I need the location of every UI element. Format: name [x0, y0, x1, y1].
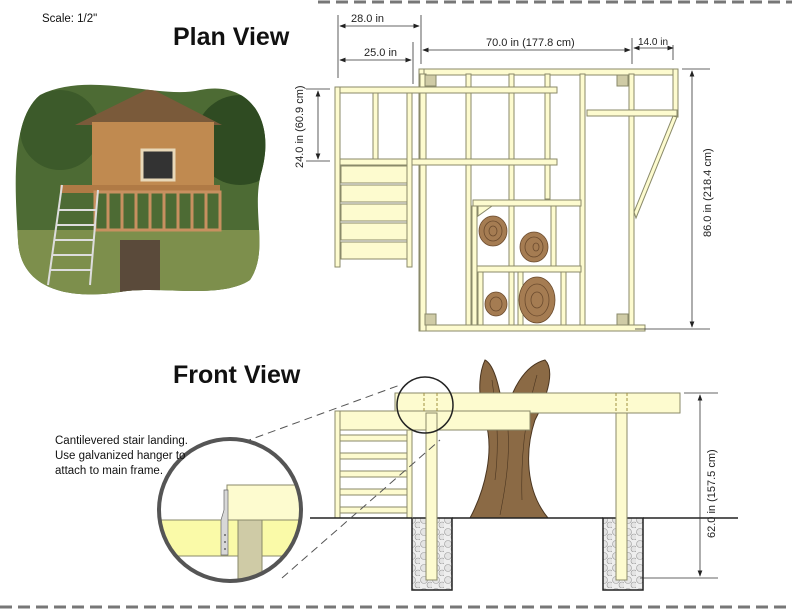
- front-dimensions: 62.0 in (157.5 cm): [640, 392, 718, 579]
- dim-main-width: 70.0 in (177.8 cm): [486, 37, 575, 49]
- detail-callout-circle: [396, 376, 454, 434]
- galvanized-hanger-icon: [220, 489, 229, 556]
- svg-text:Cantilevered stair landing.: Cantilevered stair landing.: [55, 435, 188, 447]
- dim-landing-inner: 25.0 in: [364, 47, 397, 59]
- plan-dimensions: 28.0 in 25.0 in 70.0 in (177.8 cm) 14.0 …: [294, 13, 714, 330]
- svg-text:Use galvanized hanger to: Use galvanized hanger to: [55, 450, 185, 462]
- treehouse-photo: [15, 84, 266, 295]
- front-view-title: Front View: [173, 361, 301, 389]
- dim-landing-overall: 28.0 in: [351, 13, 384, 25]
- dim-front-height: 62.0 in (157.5 cm): [706, 449, 718, 538]
- plan-view-title: Plan View: [173, 23, 290, 51]
- plan-view-drawing: [334, 68, 679, 332]
- svg-text:attach to main frame.: attach to main frame.: [55, 465, 163, 477]
- stair-landing-note: Cantilevered stair landing. Use galvaniz…: [55, 435, 188, 477]
- tree-icon: [469, 359, 551, 519]
- dim-overhang: 14.0 in: [638, 37, 668, 48]
- hanger-detail-magnifier: [157, 437, 303, 583]
- front-view-drawing: [218, 359, 738, 591]
- tree-trunk-sections: [478, 215, 556, 324]
- dim-landing-depth: 24.0 in (60.9 cm): [294, 85, 306, 168]
- dim-main-depth: 86.0 in (218.4 cm): [702, 148, 714, 237]
- scale-label: Scale: 1/2": [42, 13, 97, 25]
